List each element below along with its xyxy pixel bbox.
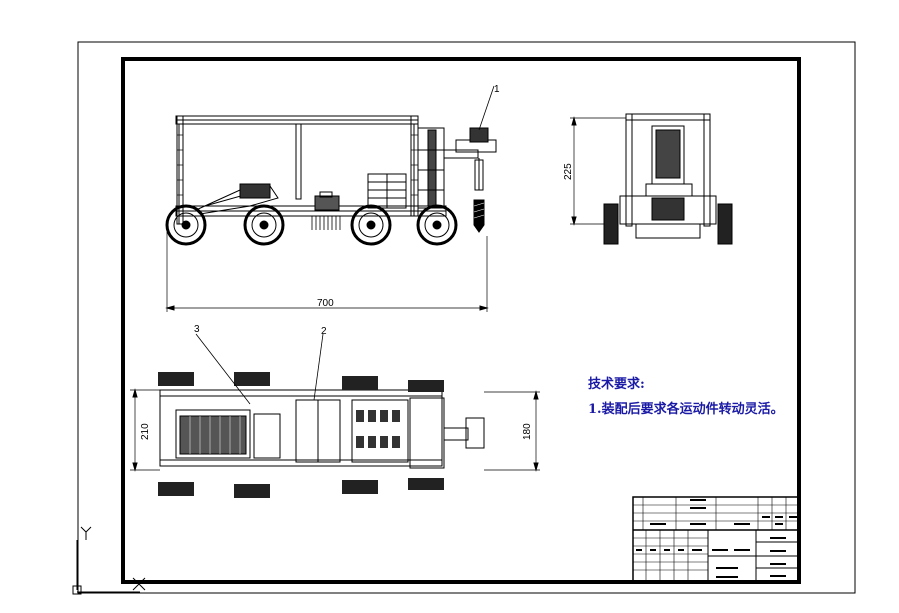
outer-sheet-frame (77, 41, 856, 594)
callout-part-1: 1 (494, 84, 500, 95)
dim-top-height: 180 (522, 423, 533, 440)
ucs-icon (72, 526, 146, 595)
top-view-wheels (158, 372, 444, 498)
callout-part-2: 2 (321, 326, 327, 337)
tech-requirements-title: 技术要求: (588, 377, 645, 392)
title-block (632, 496, 800, 582)
side-view (570, 113, 733, 245)
front-view-wheels (165, 204, 458, 246)
dim-top-width: 210 (140, 423, 151, 440)
dim-side-height: 225 (563, 163, 574, 180)
front-view (165, 85, 497, 312)
dim-front-length: 700 (317, 298, 334, 309)
inner-drawing-border (121, 57, 801, 584)
callout-part-3: 3 (194, 324, 200, 335)
tech-requirements-line-1: 1.装配后要求各运动件转动灵活。 (588, 402, 784, 417)
top-view (130, 333, 540, 498)
